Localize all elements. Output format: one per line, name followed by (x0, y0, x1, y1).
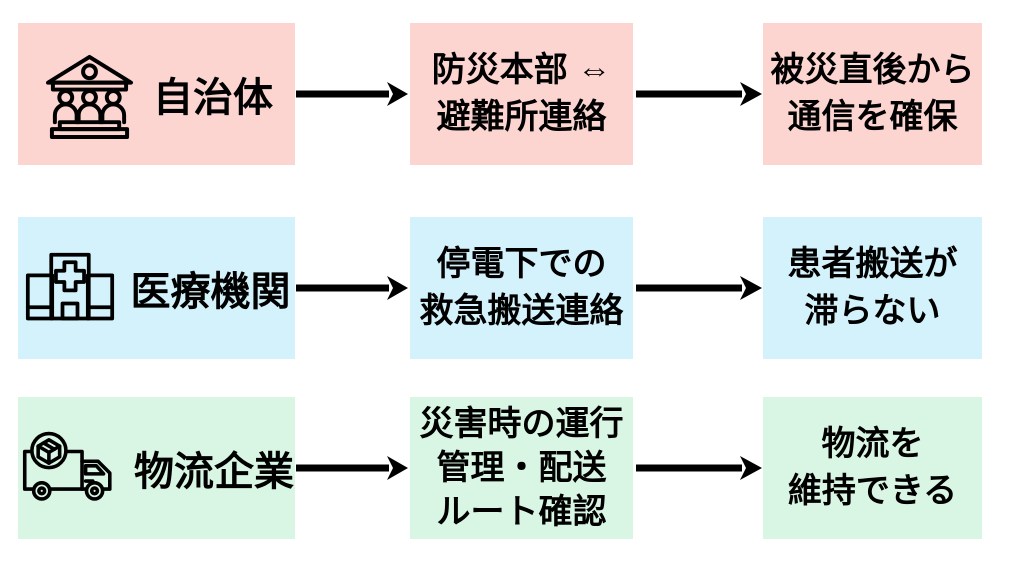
actor-label: 医療機関 (130, 270, 291, 314)
process-text-line: ルート確認 (436, 493, 607, 532)
outcome-text-line: 患者搬送が (787, 245, 958, 284)
actor-label: 物流企業 (134, 450, 294, 494)
outcome-text-line: 物流を (821, 425, 924, 464)
actor-card-municipality: 自治体 (18, 23, 295, 165)
arrow-process-to-outcome-logistics (636, 452, 762, 484)
process-text-line: 避難所連絡 (436, 98, 607, 136)
arrow-process-to-outcome-medical (636, 272, 762, 304)
outcome-text-line: 滞らない (804, 292, 941, 330)
outcome-text-line: 維持できる (787, 472, 958, 510)
government-building-icon (45, 54, 134, 139)
delivery-truck-icon (22, 431, 112, 501)
outcome-text-line: 被災直後から (770, 51, 975, 90)
process-text-line: 救急搬送連絡 (419, 292, 624, 330)
arrow-medical-to-process (296, 272, 408, 304)
outcome-card-municipality: 被災直後から 通信を確保 (763, 23, 982, 165)
actor-label: 自治体 (153, 76, 273, 120)
outcome-text-line: 通信を確保 (787, 98, 958, 136)
process-text-line: 管理・配送 (436, 448, 607, 487)
arrow-logistics-to-process (296, 452, 408, 484)
process-text-line: 災害時の運行 (419, 404, 624, 443)
process-card-municipality: 防災本部 ⇔ 避難所連絡 (410, 23, 633, 165)
outcome-card-medical: 患者搬送が 滞らない (763, 217, 982, 359)
hospital-icon (25, 252, 114, 320)
process-text-line: 防災本部 ⇔ (431, 51, 612, 90)
process-text-line: 停電下での (436, 245, 607, 284)
process-card-logistics: 災害時の運行 管理・配送 ルート確認 (410, 397, 633, 539)
actor-card-logistics: 物流企業 (18, 397, 295, 539)
process-card-medical: 停電下での 救急搬送連絡 (410, 217, 633, 359)
actor-card-medical: 医療機関 (18, 217, 295, 359)
arrow-municipality-to-process (296, 78, 408, 110)
arrow-process-to-outcome-municipality (636, 78, 762, 110)
outcome-card-logistics: 物流を 維持できる (763, 397, 982, 539)
